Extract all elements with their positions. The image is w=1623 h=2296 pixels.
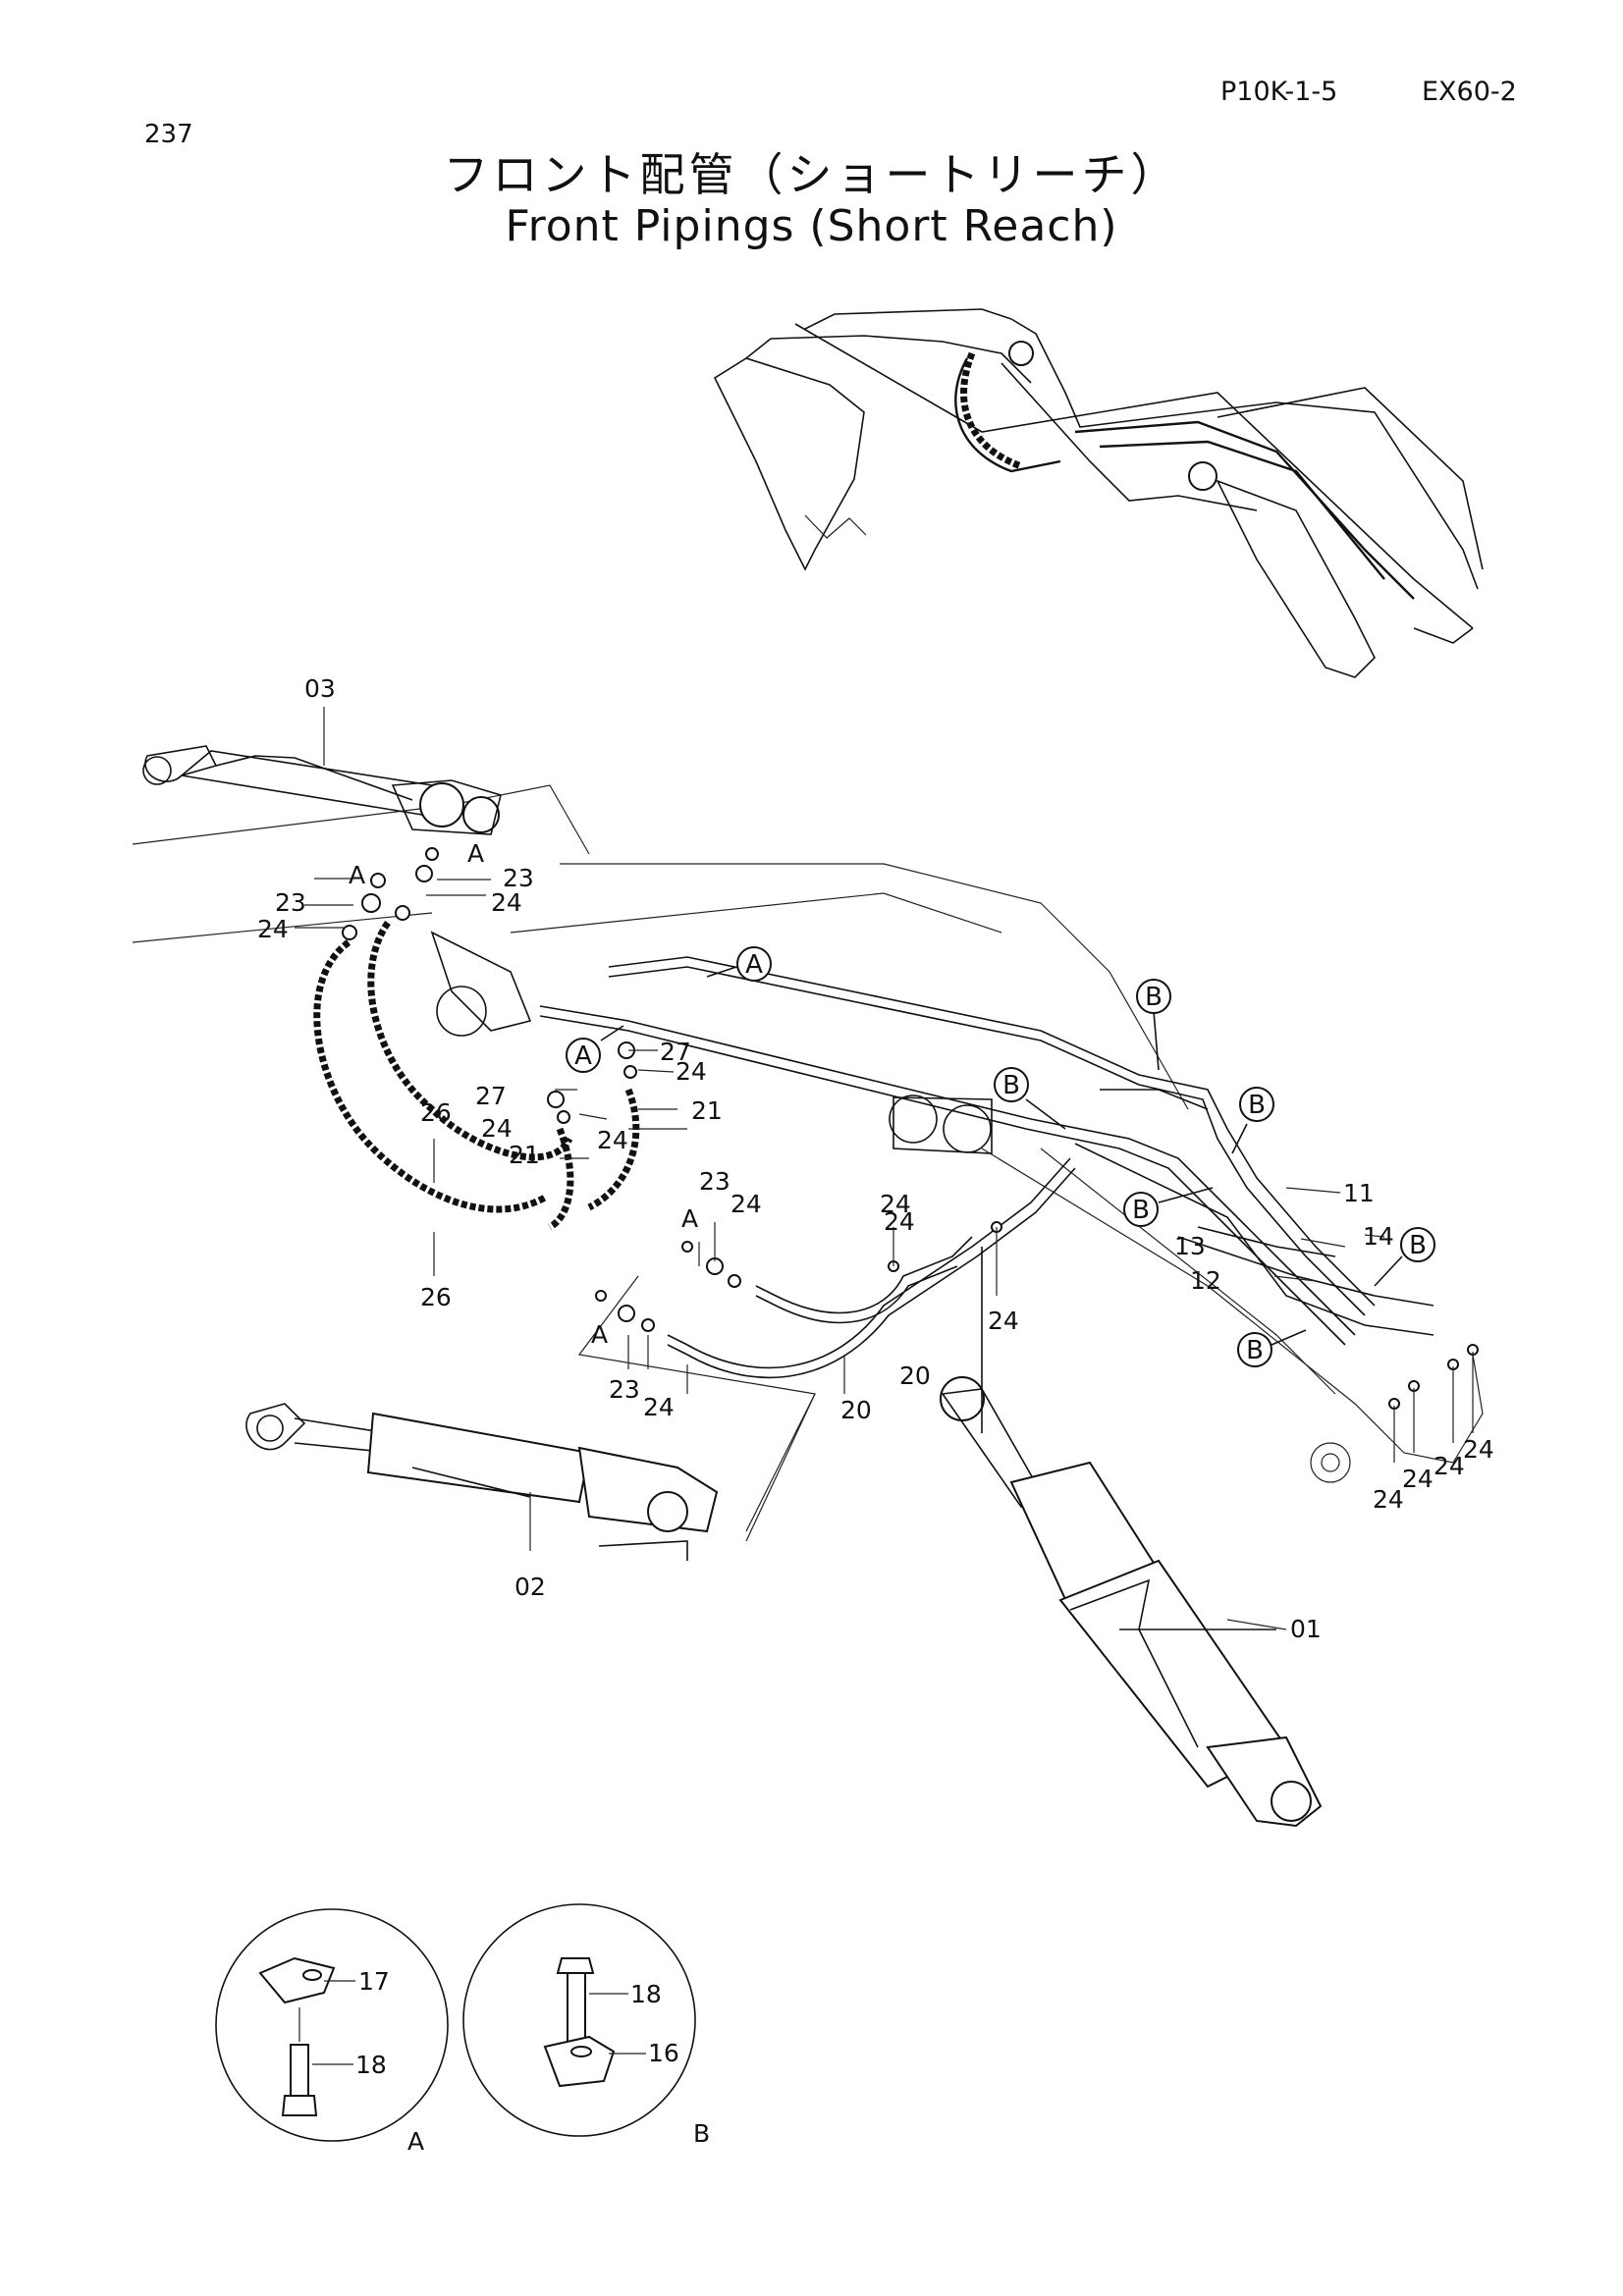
callout-24-left-hose: 24 bbox=[597, 1126, 628, 1154]
callout-23-top: 23 bbox=[503, 864, 534, 892]
detail-a-label: A bbox=[407, 2127, 424, 2156]
arm-hoses bbox=[313, 920, 640, 1231]
callout-23-lower: 23 bbox=[609, 1375, 640, 1404]
callout-14: 14 bbox=[1363, 1222, 1394, 1251]
callout-27-left: 27 bbox=[475, 1082, 507, 1110]
callout-24-end3: 24 bbox=[1434, 1452, 1465, 1480]
callout-24-mid1: 24 bbox=[676, 1057, 707, 1086]
callout-26-lower: 26 bbox=[420, 1283, 452, 1311]
callout-03: 03 bbox=[304, 674, 336, 703]
marker-b-5-label: B bbox=[1409, 1231, 1427, 1260]
callout-20-lower: 20 bbox=[840, 1396, 872, 1424]
callout-13: 13 bbox=[1174, 1232, 1206, 1260]
callout-24-top: 24 bbox=[491, 888, 522, 917]
detail-view-a: 17 18 A bbox=[215, 1908, 449, 2156]
boom-outline bbox=[132, 784, 1484, 1483]
clamp-markers: A A B B B B B bbox=[566, 946, 1435, 1367]
marker-b-4-label: B bbox=[1132, 1196, 1150, 1225]
marker-b-3: B bbox=[1231, 1087, 1274, 1154]
marker-a-left: A bbox=[566, 1025, 624, 1073]
callout-27-right: 27 bbox=[660, 1038, 691, 1066]
model-name: EX60-2 bbox=[1422, 77, 1517, 107]
marker-a-left-label: A bbox=[574, 1041, 592, 1071]
arm-cylinder-03 bbox=[142, 745, 502, 835]
callout-a-left: A bbox=[349, 861, 365, 889]
detail-view-b: 18 16 B bbox=[462, 1903, 710, 2148]
callout-23-left: 23 bbox=[275, 888, 306, 917]
marker-b-6: B bbox=[1237, 1329, 1307, 1367]
leader-lines bbox=[295, 707, 1474, 1630]
bucket-hoses bbox=[667, 1157, 1076, 1433]
callout-a-lower: A bbox=[591, 1320, 608, 1349]
overview-illustration bbox=[713, 308, 1484, 678]
marker-b-3-label: B bbox=[1248, 1091, 1266, 1120]
callout-12: 12 bbox=[1190, 1266, 1221, 1295]
callout-01: 01 bbox=[1290, 1615, 1322, 1643]
callout-02: 02 bbox=[514, 1573, 546, 1601]
page-title-english: Front Pipings (Short Reach) bbox=[505, 201, 1118, 251]
bucket-cylinder-02 bbox=[245, 1403, 719, 1561]
callout-24-end2: 24 bbox=[1402, 1465, 1434, 1493]
callout-a-upper: A bbox=[681, 1204, 698, 1233]
callout-24-left: 24 bbox=[257, 915, 289, 943]
marker-a-top: A bbox=[706, 946, 772, 982]
detail-a-callout-18: 18 bbox=[355, 2051, 387, 2079]
callout-11: 11 bbox=[1343, 1179, 1375, 1207]
callout-24-end1: 24 bbox=[1373, 1485, 1404, 1514]
marker-b-5: B bbox=[1374, 1227, 1435, 1287]
callout-20-upper: 20 bbox=[899, 1362, 931, 1390]
marker-b-1-label: B bbox=[1145, 983, 1163, 1012]
callout-21-left: 21 bbox=[509, 1141, 540, 1169]
callout-24-upper: 24 bbox=[730, 1190, 762, 1218]
boom-cylinder-01 bbox=[940, 1376, 1323, 1828]
detail-b-callout-16: 16 bbox=[648, 2039, 679, 2067]
detail-b-callout-18: 18 bbox=[630, 1980, 662, 2008]
callout-23-upper: 23 bbox=[699, 1167, 730, 1196]
hose-group-bracket bbox=[577, 1275, 816, 1542]
detail-a-callout-17: 17 bbox=[358, 1967, 390, 1996]
model-code: P10K-1-5 bbox=[1220, 77, 1338, 107]
marker-b-1: B bbox=[1136, 979, 1171, 1071]
fittings bbox=[342, 847, 1479, 1410]
page-number: 237 bbox=[144, 120, 193, 149]
callout-24-hose: 24 bbox=[880, 1190, 911, 1218]
callout-24-mid2: 24 bbox=[481, 1114, 513, 1143]
marker-b-6-label: B bbox=[1246, 1336, 1264, 1365]
callout-24-hose-right: 24 bbox=[988, 1307, 1019, 1335]
marker-a-top-label: A bbox=[745, 950, 763, 980]
marker-b-2-label: B bbox=[1002, 1071, 1020, 1100]
callout-24-end4: 24 bbox=[1463, 1435, 1494, 1464]
callout-labels: 03 02 01 11 13 14 12 A 23 24 A 23 24 26 … bbox=[257, 674, 1494, 1643]
callout-21-right: 21 bbox=[691, 1096, 723, 1125]
callout-24-center: 24 bbox=[884, 1207, 915, 1236]
callout-26-upper: 26 bbox=[420, 1098, 452, 1127]
callout-a-top: A bbox=[467, 839, 484, 868]
detail-b-label: B bbox=[693, 2119, 710, 2148]
marker-b-4: B bbox=[1123, 1187, 1214, 1227]
callout-24-lower: 24 bbox=[643, 1393, 675, 1421]
marker-b-2: B bbox=[994, 1067, 1066, 1130]
page-title-japanese: フロント配管（ショートリーチ） bbox=[443, 148, 1180, 201]
